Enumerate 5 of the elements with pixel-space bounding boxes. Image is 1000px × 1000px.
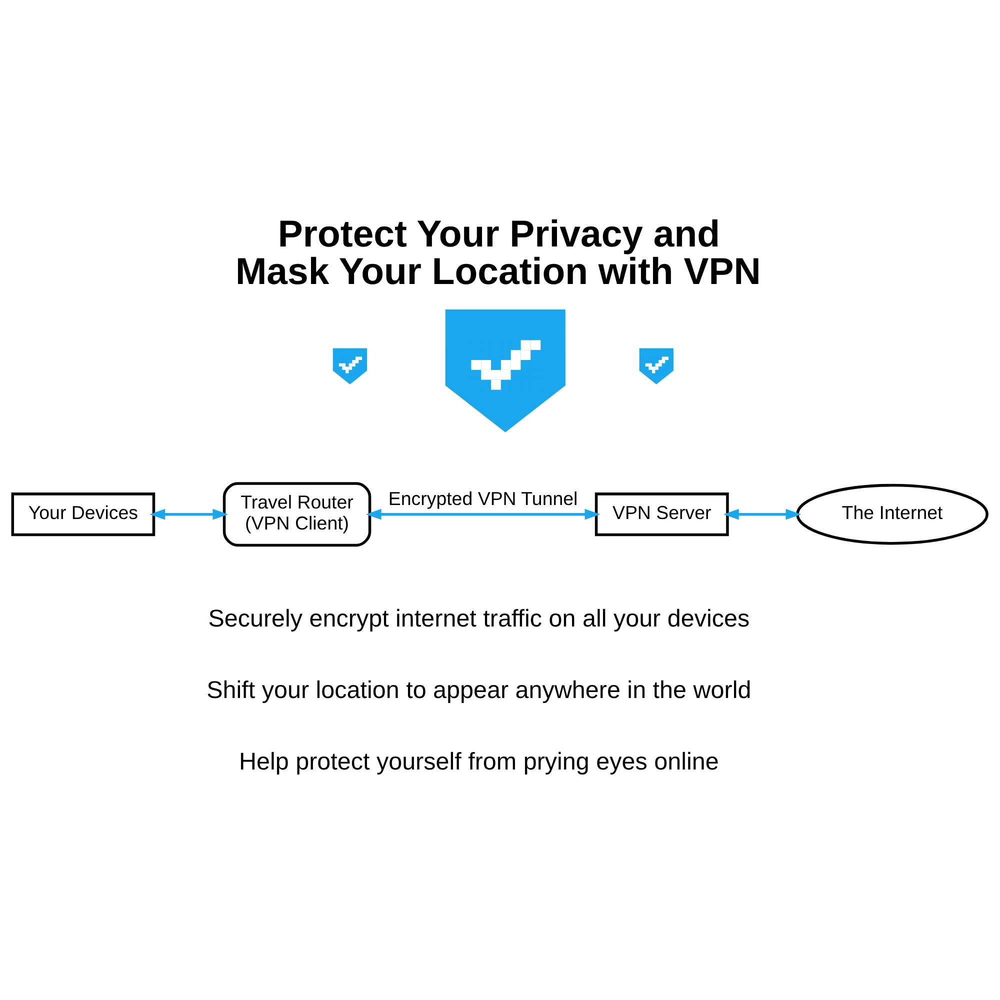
diagram-title: Protect Your Privacy and Mask Your Location with VPN [235, 212, 761, 292]
edge-label: Encrypted VPN Tunnel [388, 488, 578, 510]
label: Shift your location to appear anywhere in the world [206, 676, 752, 704]
label: Help protect yourself from prying eyes online [238, 748, 719, 776]
label: Securely encrypt internet traffic on all your devices [208, 605, 750, 632]
